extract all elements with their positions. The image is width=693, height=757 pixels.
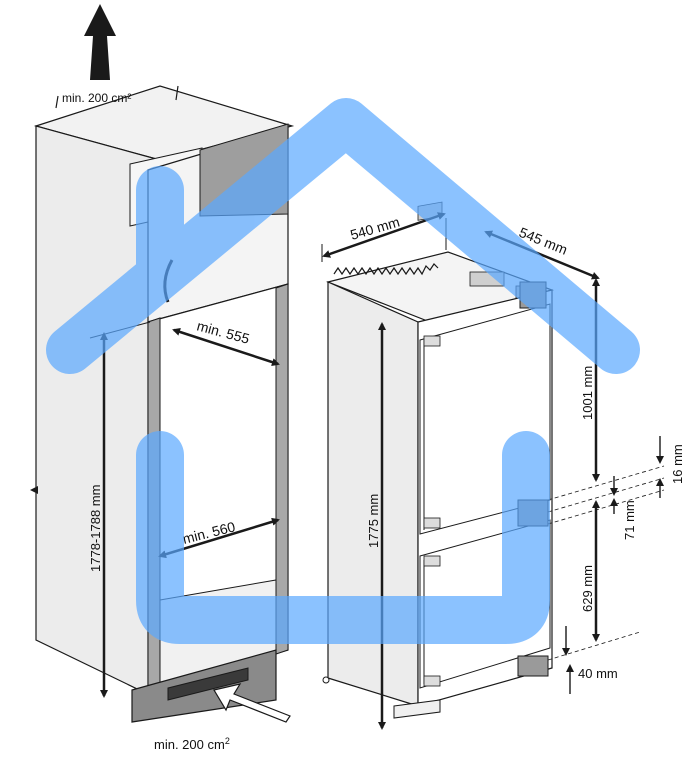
air-inflow-arrow-icon: [213, 683, 291, 723]
house-watermark-icon: [46, 98, 640, 644]
upper-door-label: 1001 mm: [580, 366, 595, 420]
base-gap-label: 40 mm: [578, 666, 618, 681]
gap-top-label: 16 mm: [670, 444, 685, 484]
vent-grille-icon: [167, 667, 249, 701]
lower-door-label: 629 mm: [580, 565, 595, 612]
appliance-height-label: 1775 mm: [366, 494, 381, 548]
up-arrow-icon: [84, 4, 116, 80]
gap-bottom-label: 71 mm: [622, 500, 637, 540]
top-vent-label: min. 200 cm²: [62, 91, 131, 105]
niche-height-label: 1778-1788 mm: [88, 485, 103, 572]
bottom-vent-label: min. 200 cm2: [154, 736, 230, 752]
